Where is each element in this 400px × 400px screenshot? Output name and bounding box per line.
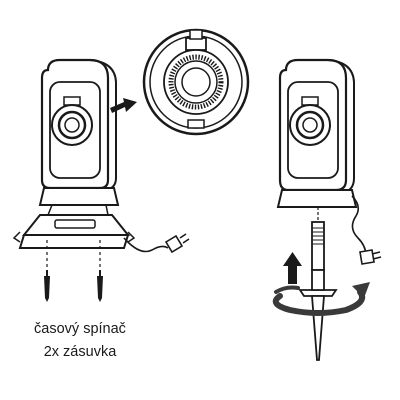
lens-detail-zoom xyxy=(142,28,250,136)
screw-guides xyxy=(46,240,101,272)
plug-icon xyxy=(164,233,190,254)
mounting-base xyxy=(12,204,136,249)
plug-icon xyxy=(359,249,382,265)
spotlight-left xyxy=(38,58,120,206)
screw-icon xyxy=(44,270,50,302)
caption-sockets: 2x zásuvka xyxy=(43,344,117,360)
cable-left xyxy=(123,237,169,253)
rotate-arrow-icon xyxy=(272,282,370,316)
caption-timer: časový spínač xyxy=(34,321,126,337)
cable-right xyxy=(351,195,367,257)
ground-stake xyxy=(298,221,338,361)
screw-icon xyxy=(97,270,103,302)
arrow-right-icon xyxy=(110,98,137,113)
spotlight-right xyxy=(276,58,358,208)
arrow-up-icon xyxy=(283,252,302,284)
